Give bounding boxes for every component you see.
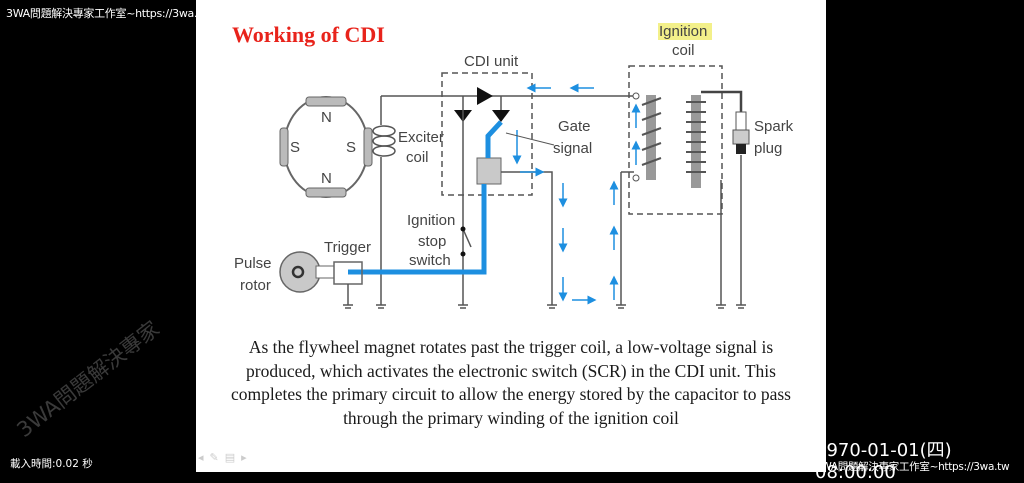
slide-nav[interactable]: ◂✎▤▸ <box>198 451 253 464</box>
ground-symbols <box>343 304 746 309</box>
back-icon[interactable]: ◂ <box>198 451 210 464</box>
ignition-stop-label-3: switch <box>409 252 451 269</box>
exciter-coil-label: coil <box>406 149 429 166</box>
pole-s-left: S <box>290 139 300 156</box>
pole-n-top: N <box>321 109 332 126</box>
pen-icon[interactable]: ✎ <box>209 451 225 464</box>
cdi-unit-box <box>441 72 533 196</box>
cdi-diagram: N N S S Exciter coil CDI unit Gate s <box>234 23 794 309</box>
ignition-coil <box>641 95 706 188</box>
watermark: 3WA問題解決專家 <box>12 316 164 443</box>
diode-icon <box>477 87 493 105</box>
slide: Working of CDI N N S S Exciter coil <box>196 0 826 472</box>
coil-label: coil <box>672 42 695 59</box>
ignition-stop-label-2: stop <box>418 233 446 250</box>
current-arrows <box>520 83 641 305</box>
pole-s-right: S <box>346 139 356 156</box>
ignition-stop-switch[interactable] <box>462 228 472 248</box>
menu-icon[interactable]: ▤ <box>224 451 242 464</box>
top-banner: 3WA問題解決專家工作室~https://3wa.tw <box>6 7 210 20</box>
ignition-label: Ignition <box>659 23 707 40</box>
spark-plug-icon <box>732 111 750 154</box>
spark-label: Spark <box>754 118 794 135</box>
cdi-unit-label: CDI unit <box>464 53 519 70</box>
ignition-stop-label-1: Ignition <box>407 212 455 229</box>
pulse-rotor <box>279 251 321 293</box>
slide-caption: As the flywheel magnet rotates past the … <box>231 337 791 428</box>
rotor-label: rotor <box>240 277 271 294</box>
slide-title: Working of CDI <box>232 22 385 47</box>
forward-icon[interactable]: ▸ <box>241 451 253 464</box>
trigger-label: Trigger <box>324 239 371 256</box>
ignition-coil-box <box>628 65 723 215</box>
exciter-label: Exciter <box>398 129 444 146</box>
bottom-banner: 3WA問題解決專家工作室~https://3wa.tw <box>815 461 1010 473</box>
pole-n-bottom: N <box>321 170 332 187</box>
pulse-label: Pulse <box>234 255 272 272</box>
current-path <box>348 120 503 275</box>
trigger-circuit-box <box>476 157 502 185</box>
gate-label: Gate <box>558 118 591 135</box>
scr-icon <box>492 110 510 122</box>
flywheel-rotor: N N S S <box>279 96 373 198</box>
signal-label: signal <box>553 140 592 157</box>
load-time: 載入時間:0.02 秒 <box>10 458 93 470</box>
plug-label: plug <box>754 140 782 157</box>
exciter-coil <box>372 95 636 305</box>
